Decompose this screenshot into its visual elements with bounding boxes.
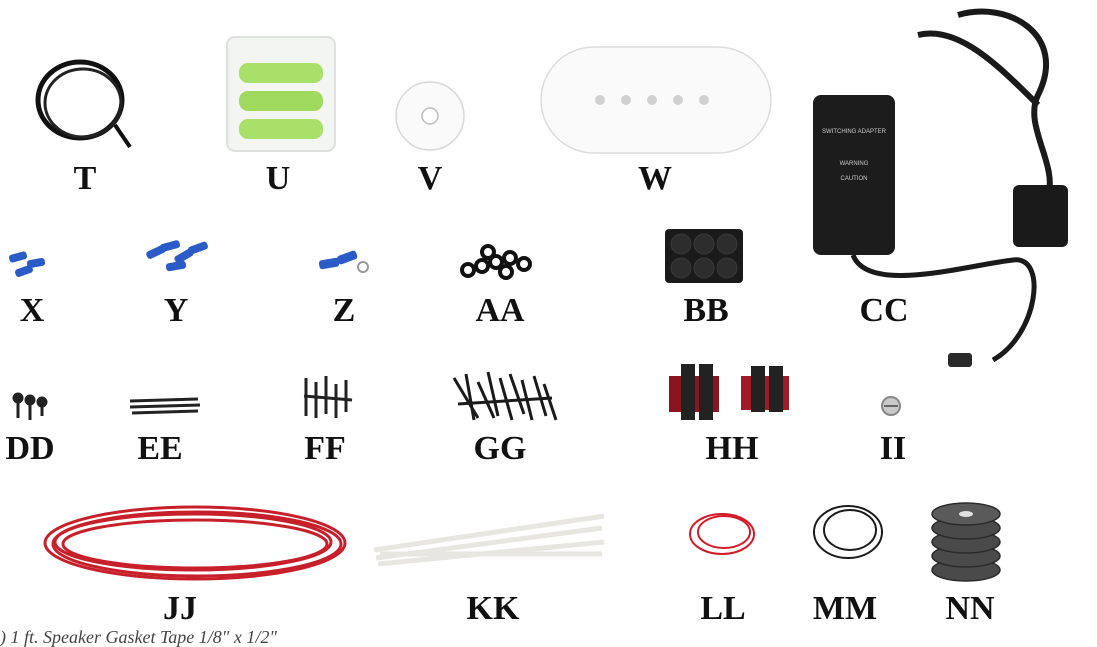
label-dd: DD bbox=[5, 430, 55, 467]
caption: ) 1 ft. Speaker Gasket Tape 1/8" x 1/2" bbox=[0, 627, 277, 647]
label-ff: FF bbox=[304, 430, 346, 467]
blue-connectors-x bbox=[8, 251, 46, 277]
small-black-wire bbox=[813, 505, 883, 559]
label-u: U bbox=[265, 160, 291, 197]
label-cc: CC bbox=[859, 292, 909, 329]
label-gg: GG bbox=[473, 430, 527, 467]
red-wire-coil bbox=[43, 505, 347, 581]
label-v: V bbox=[417, 160, 443, 197]
small-disc bbox=[395, 81, 465, 151]
label-x: X bbox=[19, 292, 45, 329]
screws-ff bbox=[303, 376, 353, 418]
cable-ties bbox=[373, 513, 605, 567]
binding-posts bbox=[669, 364, 789, 420]
label-y: Y bbox=[163, 292, 189, 329]
label-nn: NN bbox=[945, 590, 995, 627]
metal-screw bbox=[881, 396, 901, 416]
terminal-plate bbox=[540, 46, 772, 154]
battery-box bbox=[226, 36, 336, 152]
screws-ee bbox=[129, 397, 201, 415]
label-w: W bbox=[638, 160, 672, 197]
label-ll: LL bbox=[700, 590, 746, 627]
small-red-wire bbox=[689, 513, 755, 555]
label-aa: AA bbox=[475, 292, 525, 329]
screws-gg bbox=[452, 371, 558, 421]
label-hh: HH bbox=[705, 430, 759, 467]
gasket-tape-coil bbox=[35, 59, 132, 149]
screws-dd bbox=[12, 392, 48, 420]
label-ii: II bbox=[879, 430, 907, 467]
stacked-washers bbox=[931, 502, 1001, 582]
label-bb: BB bbox=[683, 292, 729, 329]
adapter-title: SWITCHING ADAPTER bbox=[822, 129, 887, 135]
power-adapter: SWITCHING ADAPTER WARNING CAUTION bbox=[813, 8, 1068, 367]
label-z: Z bbox=[332, 292, 356, 329]
blue-connectors-z bbox=[318, 250, 369, 273]
adapter-caution: CAUTION bbox=[841, 176, 868, 182]
label-ee: EE bbox=[137, 430, 183, 467]
label-t: T bbox=[73, 160, 97, 197]
label-kk: KK bbox=[466, 590, 520, 627]
label-jj: JJ bbox=[163, 590, 197, 627]
black-o-rings bbox=[460, 244, 532, 280]
label-mm: MM bbox=[812, 590, 878, 627]
rubber-feet bbox=[665, 229, 743, 283]
blue-connectors-y bbox=[146, 240, 208, 272]
adapter-warning: WARNING bbox=[840, 161, 869, 167]
